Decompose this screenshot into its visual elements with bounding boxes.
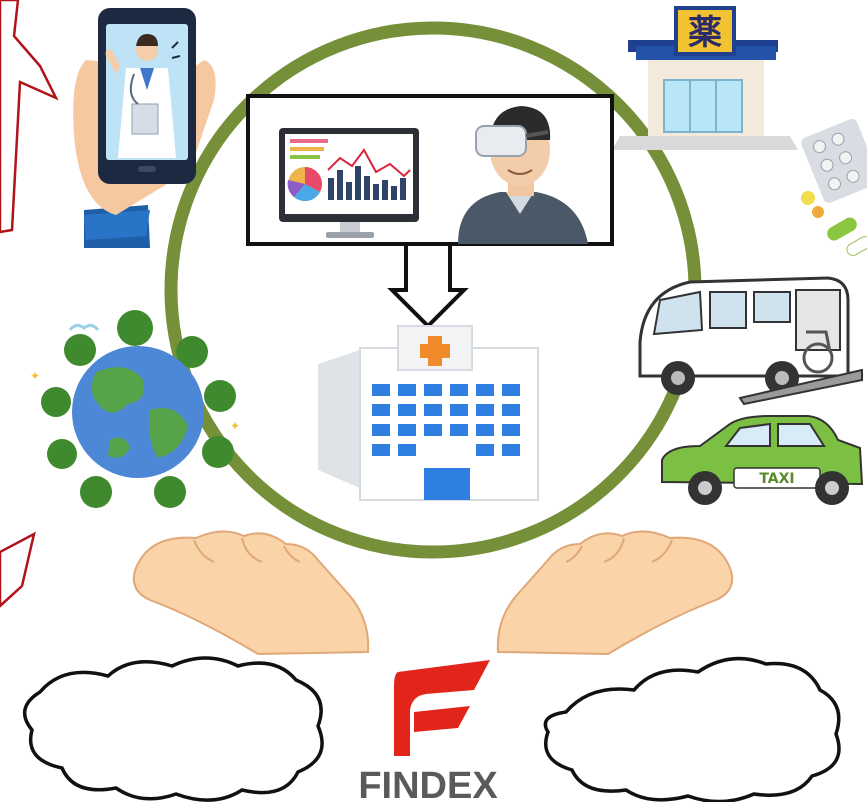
findex-logo: FINDEX (358, 660, 498, 802)
svg-text:✦: ✦ (230, 419, 240, 433)
right-cloud-shape (543, 656, 841, 802)
medicine-pills-icon (801, 119, 867, 256)
vr-headset-person-icon (458, 106, 588, 244)
wheelchair-van-icon (638, 276, 863, 406)
down-arrow-icon (387, 242, 469, 329)
earth-with-trees-icon: ✦ ✦ (30, 310, 240, 508)
taxi-icon: TAXI (661, 415, 864, 505)
left-cloud-shape (22, 656, 324, 802)
telemedicine-phone-icon (73, 8, 216, 248)
findex-logo-text: FINDEX (358, 765, 498, 802)
svg-text:✦: ✦ (30, 369, 40, 383)
red-callout-top (0, 0, 59, 234)
pharmacy-sign-text: 薬 (688, 13, 722, 53)
findex-logo-mark (394, 660, 490, 756)
taxi-sign-text: TAXI (759, 471, 794, 487)
pharmacy-icon: 薬 (612, 6, 798, 150)
open-hands-icon (132, 530, 734, 656)
red-callout-bottom (0, 531, 36, 608)
hospital-icon (318, 325, 539, 501)
data-monitor-icon (279, 128, 419, 238)
